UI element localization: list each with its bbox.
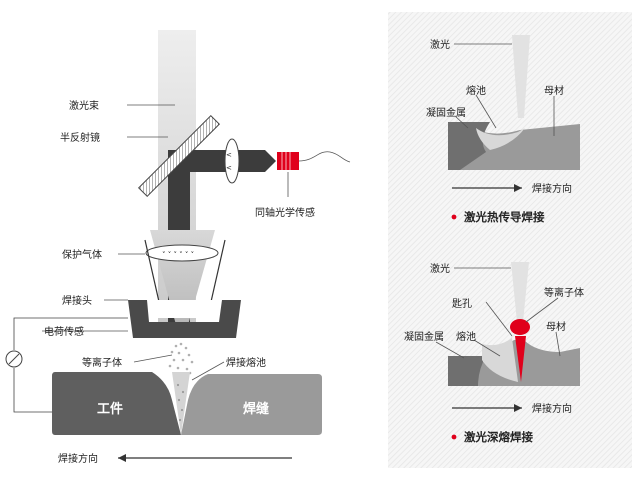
label-deep-laser: 激光 — [430, 262, 450, 275]
sensor-beam-tip — [265, 150, 276, 172]
label-deep-keyhole: 匙孔 — [452, 297, 472, 310]
pool-top — [476, 128, 525, 150]
keyhole-bottom — [515, 336, 526, 382]
weld-head-inner — [150, 300, 219, 318]
svg-text:<: < — [226, 164, 232, 172]
label-direction-left: 焊接方向 — [58, 452, 98, 465]
label-deep-solid: 凝固金属 — [404, 330, 444, 343]
label-deep-pool: 熔池 — [456, 330, 476, 343]
weld-head — [128, 300, 241, 338]
right-panel — [388, 12, 632, 468]
label-conduction-pool: 熔池 — [466, 84, 486, 97]
label-workpiece: 工件 — [97, 401, 123, 417]
keyhole-dots — [176, 383, 185, 422]
conduction-diagram: 激光 熔池 凝固金属 母材 焊接方向 激光热传导焊接 — [426, 35, 580, 224]
label-deep-plasma: 等离子体 — [544, 286, 584, 299]
label-conduction-laser: 激光 — [430, 38, 450, 51]
weld-seam — [181, 374, 322, 435]
label-charge-sensor: 电荷传感 — [44, 325, 84, 338]
direction-arrowhead-conduction — [514, 184, 522, 192]
label-weld-pool: 焊接熔池 — [226, 356, 266, 369]
laser-cone-top — [512, 35, 530, 118]
workpiece — [52, 372, 181, 435]
deep-diagram: 激光 匙孔 等离子体 凝固金属 熔池 母材 焊接方向 激光深熔焊接 — [404, 262, 584, 444]
label-deep-direction: 焊接方向 — [532, 402, 572, 415]
charge-sensor-wire — [13, 317, 128, 413]
laser-cone-bottom — [511, 262, 529, 322]
deep-bullet — [451, 434, 457, 440]
plasma-bottom — [510, 319, 530, 335]
sensor-lens — [224, 138, 240, 184]
conduction-title: 激光热传导焊接 — [464, 210, 545, 224]
pool-bottom — [482, 338, 518, 382]
label-conduction-base: 母材 — [544, 84, 564, 97]
solid-metal-bottom — [448, 356, 486, 386]
keyhole — [172, 372, 190, 435]
label-weld-head: 焊接头 — [62, 294, 92, 307]
focus-lens — [145, 244, 219, 262]
label-conduction-direction: 焊接方向 — [532, 182, 572, 195]
optical-sensor — [277, 152, 299, 170]
base-metal-bottom — [452, 340, 580, 386]
conduction-bullet — [451, 214, 457, 220]
svg-text:<: < — [226, 151, 232, 159]
label-laser-beam: 激光束 — [69, 99, 99, 112]
label-half-mirror: 半反射镜 — [60, 131, 100, 144]
half-mirror — [137, 114, 221, 198]
direction-arrowhead-deep — [514, 404, 522, 412]
label-shield-gas: 保护气体 — [62, 248, 102, 261]
deep-title: 激光深熔焊接 — [464, 430, 533, 444]
left-diagram: < < ˅ ˅ ˅ ˅ ˅ ˅ — [5, 30, 351, 465]
direction-arrowhead-left — [118, 454, 126, 462]
label-deep-base: 母材 — [546, 320, 566, 333]
label-plasma: 等离子体 — [82, 356, 122, 369]
label-coaxial-sensor: 同轴光学传感 — [255, 206, 315, 219]
label-conduction-solid: 凝固金属 — [426, 106, 466, 119]
label-weld-seam: 焊缝 — [243, 401, 269, 417]
sensor-cable — [298, 151, 351, 163]
svg-text:˅ ˅ ˅ ˅ ˅ ˅: ˅ ˅ ˅ ˅ ˅ ˅ — [162, 251, 194, 259]
